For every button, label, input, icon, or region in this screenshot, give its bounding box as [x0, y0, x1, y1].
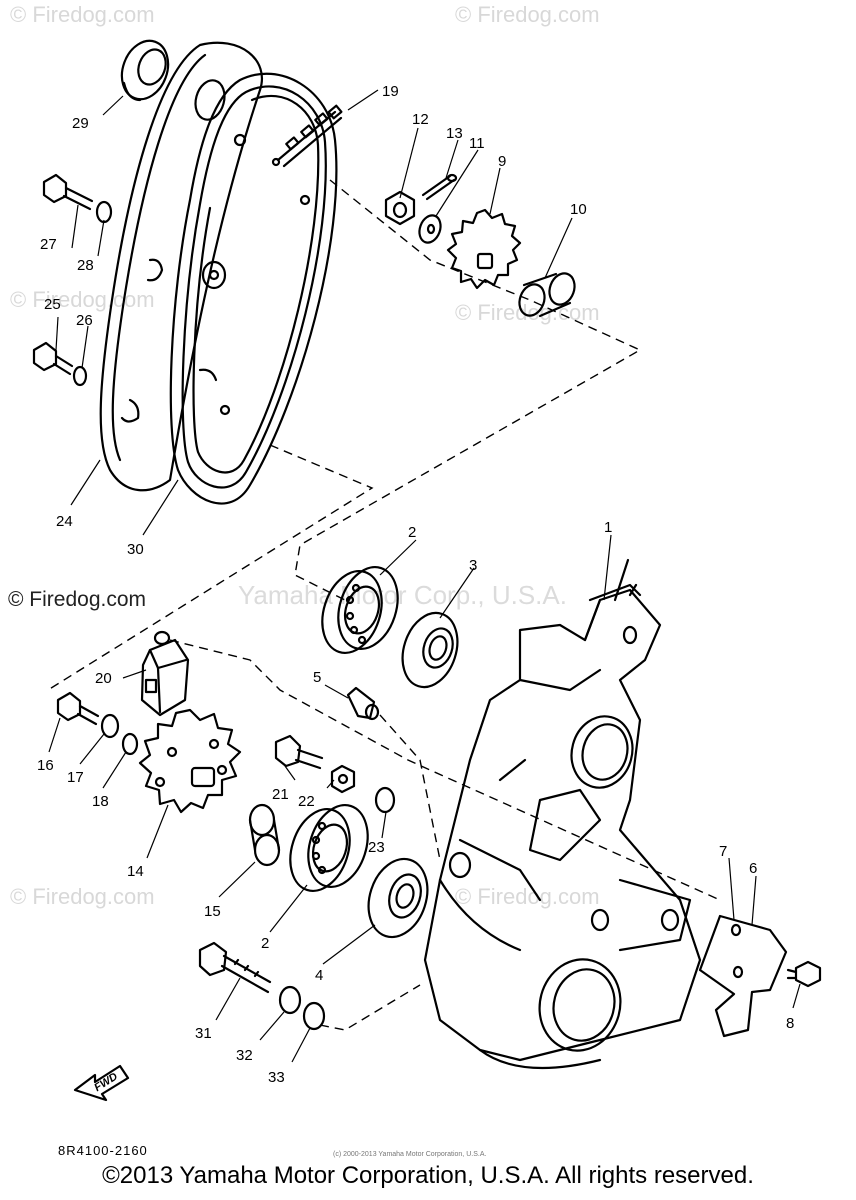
washer-26: [72, 365, 88, 387]
washer-33: [302, 1001, 326, 1031]
callout-30: 30: [127, 541, 144, 558]
callout-13: 13: [446, 125, 463, 142]
callout-33: 33: [268, 1069, 285, 1086]
callout-2-upper: 2: [408, 524, 416, 541]
callout-28: 28: [77, 257, 94, 274]
watermark: © Firedog.com: [455, 2, 600, 27]
callout-10: 10: [570, 201, 587, 218]
washer-18: [121, 732, 139, 756]
callout-16: 16: [37, 757, 54, 774]
callout-2-lower: 2: [261, 935, 269, 952]
callout-32: 32: [236, 1047, 253, 1064]
oil-seal-3: [401, 611, 459, 689]
washer-28: [95, 200, 113, 224]
washer-32: [278, 985, 302, 1015]
watermark: © Firedog.com: [455, 884, 600, 909]
callout-29: 29: [72, 115, 89, 132]
small-print: (c) 2000-2013 Yamaha Motor Corporation, …: [333, 1151, 487, 1158]
firedog-copyright: © Firedog.com: [8, 588, 147, 611]
callout-31: 31: [195, 1025, 212, 1042]
callout-26: 26: [76, 312, 93, 329]
washer-11: [418, 214, 442, 244]
callout-4: 4: [315, 967, 323, 984]
nut-22: [330, 764, 356, 794]
callout-12: 12: [412, 111, 429, 128]
callout-11: 11: [469, 135, 485, 152]
document-number: 8R4100-2160: [58, 1143, 148, 1158]
callout-18: 18: [92, 793, 109, 810]
bolt-21: [274, 734, 324, 770]
chain-19: [271, 104, 343, 168]
nut-12: [384, 190, 416, 226]
callout-23: 23: [368, 839, 385, 856]
collar-10: [518, 272, 576, 318]
callout-25: 25: [44, 296, 61, 313]
callout-6: 6: [749, 860, 757, 877]
tensioner-20: [140, 630, 190, 717]
callout-17: 17: [67, 769, 84, 786]
callout-19: 19: [382, 83, 399, 100]
oil-seal-4: [367, 857, 429, 939]
grease-nipple-5: [346, 686, 380, 721]
callout-21: 21: [272, 786, 289, 803]
bracket-6: [698, 914, 788, 1038]
bolt-16: [56, 691, 100, 726]
watermark: © Firedog.com: [10, 2, 155, 27]
callout-1: 1: [604, 519, 612, 536]
gasket-30: [169, 72, 338, 505]
bolt-27: [42, 173, 94, 211]
forward-arrow-icon: [73, 1064, 130, 1102]
bearing-2-upper: [321, 566, 399, 654]
callout-22: 22: [298, 793, 315, 810]
watermark: © Firedog.com: [10, 287, 155, 312]
chain-case-cover-24: [99, 41, 263, 492]
callout-3: 3: [469, 557, 477, 574]
cotter-pin-13: [421, 173, 458, 201]
callout-24: 24: [56, 513, 73, 530]
callout-14: 14: [127, 863, 144, 880]
sprocket-14: [138, 708, 242, 814]
bolt-25: [32, 341, 74, 376]
watermark: © Firedog.com: [10, 884, 155, 909]
bearing-2-lower: [289, 804, 369, 892]
collar-15: [248, 803, 281, 867]
oil-seal-29: [120, 39, 170, 102]
callout-20: 20: [95, 670, 112, 687]
bolt-31: [198, 941, 272, 994]
callout-5: 5: [313, 669, 321, 686]
drive-housing-1: [423, 558, 702, 1070]
callout-15: 15: [204, 903, 221, 920]
watermark: Yamaha Motor Corp., U.S.A.: [238, 580, 567, 610]
bolt-8: [786, 960, 822, 988]
sprocket-9: [446, 208, 522, 290]
callout-9: 9: [498, 153, 506, 170]
washer-17: [100, 713, 120, 739]
callout-7: 7: [719, 843, 727, 860]
callout-27: 27: [40, 236, 57, 253]
callout-8: 8: [786, 1015, 794, 1032]
washer-23: [374, 786, 396, 814]
footer-copyright: ©2013 Yamaha Motor Corporation, U.S.A. A…: [102, 1162, 754, 1189]
